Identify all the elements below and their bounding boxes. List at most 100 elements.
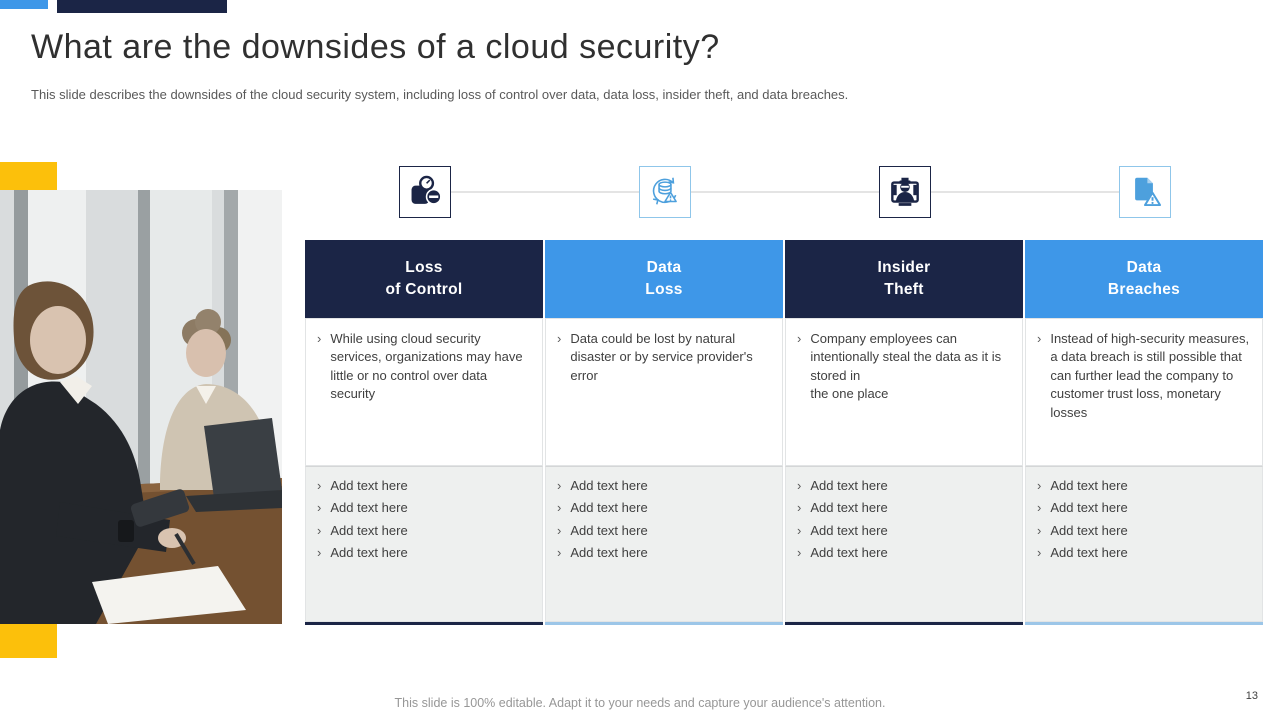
placeholder-bullet: › Add text here — [1037, 544, 1254, 562]
bullet-glyph: › — [797, 522, 802, 538]
bullet-glyph: › — [317, 500, 322, 516]
placeholder-bullet: ›Add text here — [317, 544, 534, 562]
accent-square-bottom — [0, 624, 57, 658]
bullet-glyph: › — [557, 331, 562, 346]
bullet-glyph: › — [317, 545, 322, 561]
description-text: Data could be lost by natural disaster o… — [570, 331, 753, 383]
downsides-table: Loss of Control › While using cloud secu… — [305, 240, 1263, 625]
bullet-glyph: › — [1037, 500, 1042, 516]
placeholder-text: Add text here — [570, 522, 648, 538]
placeholder-text: Add text here — [570, 500, 648, 516]
bullet-glyph: › — [317, 522, 322, 538]
icon-connector-line — [425, 191, 1145, 193]
placeholder-bullet: › Add text here — [1037, 499, 1254, 517]
bullet-glyph: › — [1037, 478, 1042, 493]
laptop — [186, 418, 282, 512]
bullet-glyph: › — [797, 331, 802, 346]
column-header-line: Data — [1126, 258, 1162, 276]
description-text: Company employees can intentionally stea… — [810, 331, 1002, 402]
placeholder-text: Add text here — [330, 478, 408, 493]
placeholder-bullet: ›Add text here — [317, 522, 534, 540]
placeholder-text: Add text here — [330, 500, 408, 516]
placeholder-text: Add text here — [570, 545, 648, 561]
column-description-cell: › While using cloud security services, o… — [305, 318, 543, 466]
thief-monitor-icon — [891, 177, 919, 206]
column-header: Data Loss — [545, 240, 783, 318]
placeholder-bullet: › Add text here — [797, 499, 1014, 517]
description-bullet: › Data could be lost by natural disaster… — [557, 330, 774, 385]
placeholder-text: Add text here — [810, 522, 888, 538]
icon-box-insider-theft — [879, 166, 931, 218]
bullet-glyph: › — [557, 500, 562, 516]
column-placeholder-cell: ›Add text here ›Add text here ›Add text … — [305, 466, 543, 622]
placeholder-bullet: › Add text here — [317, 499, 534, 517]
bullet-glyph: › — [317, 478, 322, 493]
placeholder-text: Add text here — [1050, 500, 1128, 516]
column-header-line: Insider — [877, 258, 931, 276]
placeholder-bullet: › Add text here — [797, 477, 1014, 495]
bullet-glyph: › — [557, 478, 562, 493]
office-photo-illustration — [0, 190, 282, 624]
placeholder-text: Add text here — [810, 545, 888, 561]
bullet-glyph: › — [797, 545, 802, 561]
description-text: Instead of high-security measures, a dat… — [1050, 331, 1250, 420]
placeholder-text: Add text here — [810, 500, 888, 516]
placeholder-bullet: › Add text here — [557, 522, 774, 540]
office-photo — [0, 190, 282, 624]
bullet-glyph: › — [1037, 522, 1042, 538]
placeholder-bullet: › Add text here — [557, 544, 774, 562]
description-text: While using cloud security services, org… — [330, 331, 523, 402]
icon-box-data-loss — [639, 166, 691, 218]
placeholder-text: Add text here — [1050, 545, 1128, 561]
column-header-line: Breaches — [1107, 281, 1181, 298]
column-header: Data Breaches — [1025, 240, 1263, 318]
column-header-line: Data — [646, 258, 682, 276]
placeholder-bullet: › Add text here — [557, 499, 774, 517]
bullet-glyph: › — [557, 545, 562, 561]
column-placeholder-cell: › Add text here › Add text here › Add text … — [545, 466, 783, 622]
bullet-glyph: › — [1037, 331, 1042, 346]
column-bottom-accent — [1025, 622, 1263, 625]
table-column-data-breaches: Data Breaches › Instead of high-security… — [1025, 240, 1263, 625]
bullet-glyph: › — [557, 522, 562, 538]
column-description-cell: › Instead of high-security measures, a d… — [1025, 318, 1263, 466]
placeholder-text: Add text here — [1050, 478, 1128, 493]
placeholder-bullet: › Add text here — [797, 522, 1014, 540]
placeholder-bullet: › Add text here — [1037, 522, 1254, 540]
page-number: 13 — [1245, 690, 1258, 702]
footer-note: This slide is 100% editable. Adapt it to… — [394, 696, 886, 710]
accent-bar-blue — [0, 0, 48, 9]
placeholder-text: Add text here — [570, 478, 648, 493]
table-column-insider-theft: Insider Theft › Company employees can in… — [785, 240, 1023, 625]
icon-box-loss-of-control — [399, 166, 451, 218]
table-column-data-loss: Data Loss › Data could be lost by natura… — [545, 240, 783, 625]
bullet-glyph: › — [1037, 545, 1042, 561]
column-header: Insider Theft — [785, 240, 1023, 318]
icon-box-data-breaches — [1119, 166, 1171, 218]
column-description-cell: › Company employees can intentionally st… — [785, 318, 1023, 466]
column-description-cell: › Data could be lost by natural disaster… — [545, 318, 783, 466]
column-placeholder-cell: › Add text here › Add text here › Add text … — [785, 466, 1023, 622]
bullet-glyph: › — [797, 500, 802, 516]
column-header-line: Loss — [405, 258, 443, 276]
column-bottom-accent — [305, 622, 543, 625]
placeholder-text: Add text here — [1050, 522, 1128, 538]
placeholder-bullet: › Add text here — [1037, 477, 1254, 495]
column-bottom-accent — [785, 622, 1023, 625]
placeholder-bullet: › Add text here — [797, 544, 1014, 562]
accent-bar-navy — [57, 0, 227, 13]
column-header-line: of Control — [385, 281, 463, 298]
placeholder-text: Add text here — [810, 478, 888, 493]
column-header: Loss of Control — [305, 240, 543, 318]
column-bottom-accent — [545, 622, 783, 625]
bullet-glyph: › — [797, 478, 802, 493]
gauge-wallet-minus-icon — [411, 175, 442, 205]
page-subtitle: This slide describes the downsides of th… — [31, 87, 849, 102]
column-placeholder-cell: › Add text here › Add text here › Add text … — [1025, 466, 1263, 622]
accent-square-top — [0, 162, 57, 190]
bullet-glyph: › — [317, 331, 322, 346]
placeholder-bullet: › Add text here — [317, 477, 534, 495]
database-sync-warning-icon — [652, 177, 677, 205]
description-bullet: › While using cloud security services, o… — [317, 330, 534, 404]
description-bullet: › Instead of high-security measures, a d… — [1037, 330, 1254, 422]
